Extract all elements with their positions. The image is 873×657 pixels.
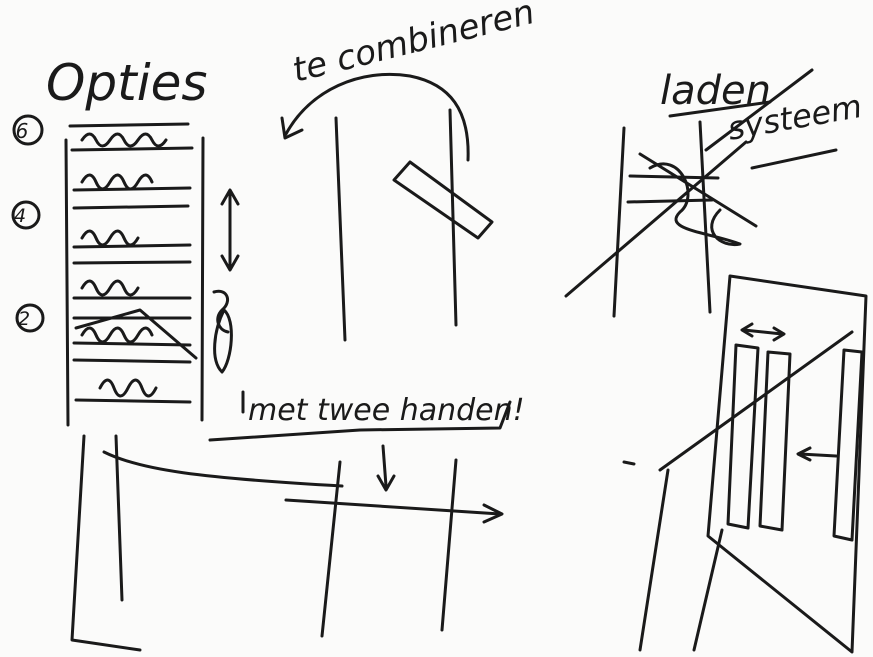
wavy-item-5 xyxy=(82,328,152,342)
option-number-six: 6 xyxy=(16,119,29,143)
options-shelf xyxy=(13,116,238,425)
rack-left-post xyxy=(614,128,624,316)
wavy-item-3 xyxy=(82,231,138,245)
wavy-item-1 xyxy=(82,134,166,146)
label-opties: Opties xyxy=(46,54,207,112)
tilted-board xyxy=(394,162,492,238)
option-number-two: 2 xyxy=(18,308,30,330)
transfer-arrow-2 xyxy=(286,500,500,514)
shelf-left-wall xyxy=(66,140,68,425)
wavy-item-2 xyxy=(82,175,152,189)
wavy-item-4 xyxy=(82,281,138,295)
label-met-twee-handen: met twee handen! xyxy=(248,393,525,428)
transfer-line-1 xyxy=(104,452,342,486)
drawer-panel-1 xyxy=(728,345,758,528)
option-number-four: 4 xyxy=(14,205,26,227)
laden-systeem-section xyxy=(566,70,866,652)
combine-arc-arrow xyxy=(286,74,468,160)
shelf-right-wall xyxy=(202,138,203,420)
wavy-item-6 xyxy=(100,380,156,396)
